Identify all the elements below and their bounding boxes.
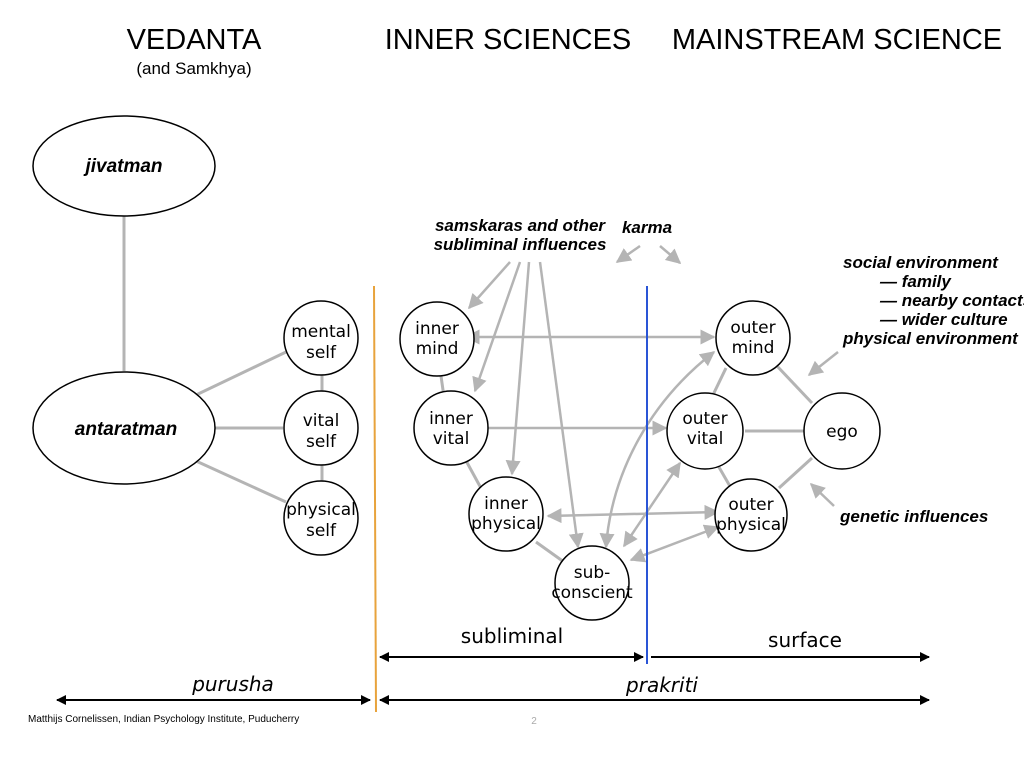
svg-text:vital: vital (303, 411, 340, 431)
karma-arrows (615, 244, 682, 264)
wider-culture-label: — wider culture (879, 310, 1008, 329)
node-vital-self: vital self (283, 390, 359, 466)
svg-text:self: self (306, 521, 337, 541)
node-jivatman: jivatman (32, 115, 216, 217)
prakriti-label: prakriti (625, 673, 698, 697)
svg-text:inner: inner (415, 319, 459, 339)
svg-text:inner: inner (429, 409, 473, 429)
page-number: 2 (531, 716, 537, 727)
svg-text:vital: vital (687, 429, 724, 449)
svg-text:conscient: conscient (551, 583, 633, 603)
jivatman-label: jivatman (82, 156, 162, 177)
node-mental-self: mental self (283, 300, 359, 376)
svg-text:mind: mind (416, 339, 459, 359)
purusha-label: purusha (191, 672, 274, 696)
svg-text:mental: mental (291, 322, 351, 342)
node-antaratman: antaratman (32, 371, 216, 485)
family-label: — family (879, 272, 952, 291)
genetic-influences-label: genetic influences (839, 507, 988, 526)
samskaras-label-line2: subliminal influences (434, 235, 607, 254)
svg-text:inner: inner (484, 494, 528, 514)
svg-text:outer: outer (730, 318, 775, 338)
svg-text:vital: vital (433, 429, 470, 449)
subliminal-label: subliminal (461, 624, 563, 648)
svg-text:physical: physical (471, 514, 541, 534)
samskaras-arrows (468, 261, 584, 549)
header-vedanta-sub: (and Samkhya) (136, 59, 251, 78)
physical-environment-arrow (807, 351, 839, 376)
svg-text:ego: ego (826, 422, 858, 442)
node-subconscient: sub- conscient (551, 545, 633, 621)
physical-environment-label: physical environment (842, 329, 1019, 348)
svg-text:self: self (306, 343, 337, 363)
influence-arrows (464, 329, 720, 563)
node-ego: ego (803, 392, 881, 470)
footer-credit: Matthijs Cornelissen, Indian Psychology … (28, 714, 299, 725)
karma-label: karma (622, 218, 672, 237)
node-inner-vital: inner vital (413, 390, 489, 466)
purusha-prakriti-divider (373, 285, 377, 713)
header-vedanta: VEDANTA (127, 24, 262, 56)
svg-text:outer: outer (728, 495, 773, 515)
header-inner-sciences: INNER SCIENCES (385, 24, 632, 56)
node-physical-self: physical self (283, 480, 359, 556)
node-outer-mind: outer mind (715, 300, 791, 376)
svg-text:outer: outer (682, 409, 727, 429)
node-outer-physical: outer physical (714, 478, 788, 552)
node-outer-vital: outer vital (666, 392, 744, 470)
svg-text:sub-: sub- (574, 563, 611, 583)
node-inner-physical: inner physical (468, 476, 544, 552)
svg-text:physical: physical (286, 500, 356, 520)
social-environment-label: social environment (843, 253, 999, 272)
svg-text:self: self (306, 432, 337, 452)
header-mainstream-science: MAINSTREAM SCIENCE (672, 24, 1002, 56)
svg-text:mind: mind (732, 338, 775, 358)
genetic-influences-arrow (809, 482, 835, 507)
svg-text:physical: physical (716, 515, 786, 535)
node-inner-mind: inner mind (399, 301, 475, 377)
samskaras-label-line1: samskaras and other (435, 216, 606, 235)
vedanta-connectors (122, 216, 324, 504)
surface-label: surface (768, 628, 842, 652)
nearby-contacts-label: — nearby contacts (879, 291, 1024, 310)
antaratman-label: antaratman (75, 419, 177, 440)
